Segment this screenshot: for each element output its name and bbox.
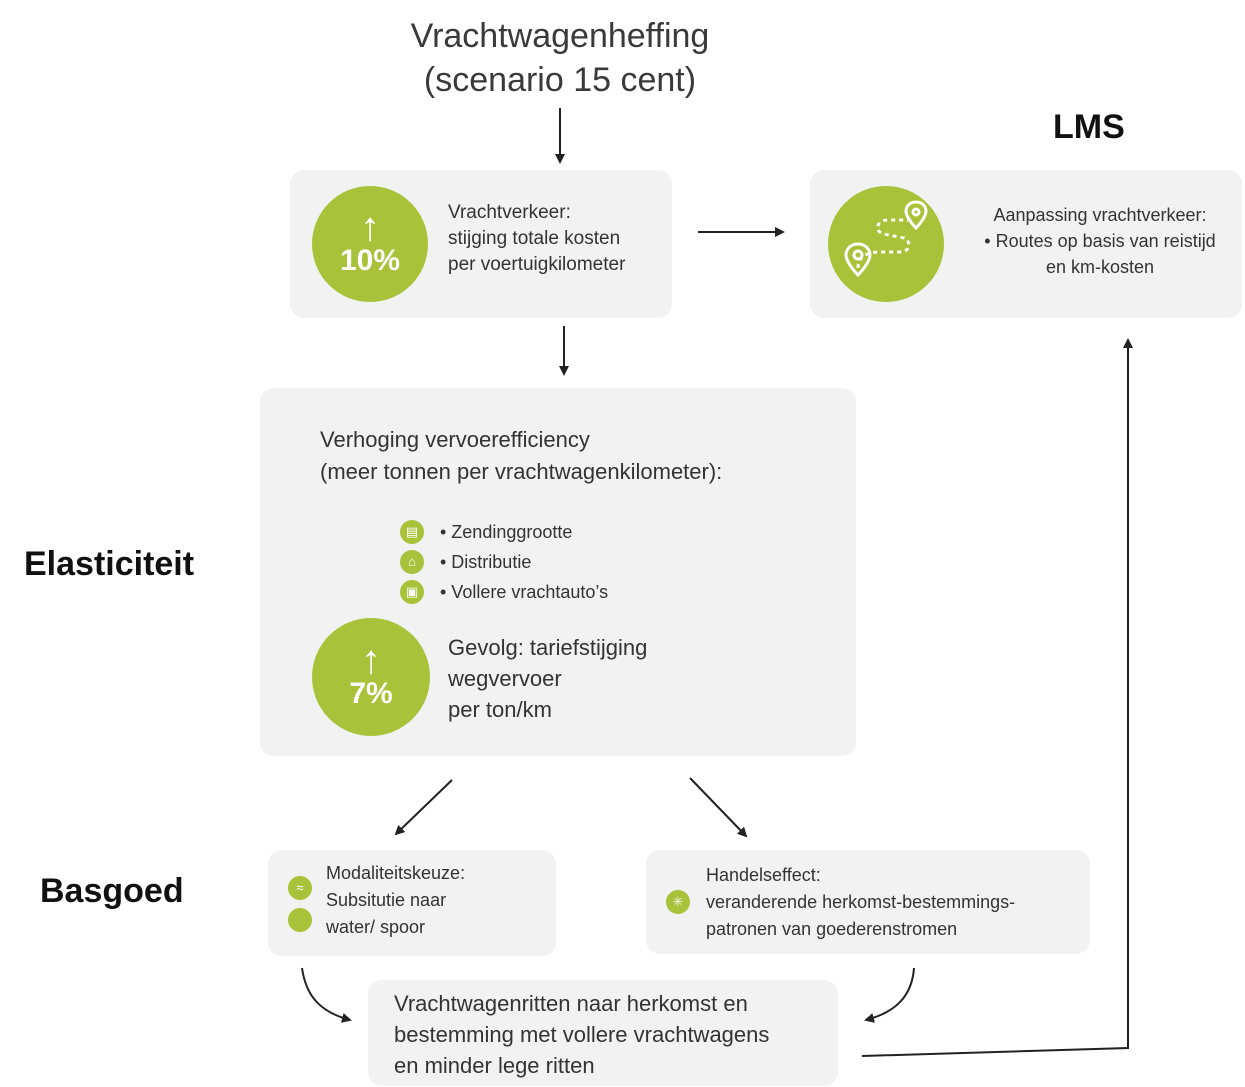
truck-trips-box: Vrachtwagenritten naar herkomst en beste… [368,980,838,1086]
efficiency-item-3: • Vollere vrachtauto’s [440,582,609,602]
shipment-size-icon: ▤ [400,520,424,544]
title-line-2: (scenario 15 cent) [423,61,697,99]
efficiency-item-2: • Distributie [440,552,532,572]
lms-text: Aanpassing vrachtverkeer: • Routes op ba… [960,202,1240,280]
route-map-pin-icon [844,200,928,278]
arrow-efficiency-to-modality [394,779,453,836]
trips-text: Vrachtwagenritten naar herkomst en beste… [394,988,769,1081]
cost-text-line-2: stijging totale kosten [448,228,621,249]
globe-icon: ✳ [666,890,690,914]
trade-text-line-2: veranderende herkomst-bestemmings- [706,892,1016,912]
tariff-percent-circle: ↑ 7% [312,618,430,736]
trips-text-line-3: en minder lege ritten [394,1053,595,1078]
cost-percent-circle: ↑ 10% [312,186,428,302]
label-lms: LMS [1053,108,1125,146]
efficiency-item-1: • Zendinggrootte [440,522,573,542]
trips-text-line-1: Vrachtwagenritten naar herkomst en [394,991,748,1016]
arrow-modality-to-trips [301,967,352,1023]
tariff-text-line-2: wegvervoer [448,666,562,691]
arrow-trips-to-lms [861,338,1133,1057]
arrow-efficiency-to-trade [689,777,748,838]
efficiency-heading-line-2: (meer tonnen per vrachtwagenkilometer): [320,459,723,484]
trade-text-line-1: Handelseffect: [706,865,821,885]
modality-text: Modaliteitskeuze: Subsitutie naar water/… [326,860,465,941]
modality-box: ≈ Modaliteitskeuze: Subsitutie naar wate… [268,850,556,956]
tariff-percent: 7% [349,677,393,710]
water-icon: ≈ [288,876,312,900]
modality-text-line-1: Modaliteitskeuze: [326,863,466,883]
efficiency-heading: Verhoging vervoerefficiency (meer tonnen… [320,424,722,488]
tariff-text: Gevolg: tariefstijging wegvervoer per to… [448,632,647,725]
truck-icon: ▣ [400,580,424,604]
distribution-icon: ⌂ [400,550,424,574]
label-basgoed: Basgoed [40,872,184,910]
cost-text-line-1: Vrachtverkeer: [448,202,571,223]
lms-text-line-3: en km-kosten [1045,257,1155,277]
lms-text-line-1: Aanpassing vrachtverkeer: [993,205,1207,225]
cost-increase-box: ↑ 10% Vrachtverkeer: stijging totale kos… [290,170,672,318]
lms-text-line-2: • Routes op basis van reistijd [984,231,1216,251]
label-elasticiteit: Elasticiteit [24,545,195,583]
rail-icon [288,908,312,932]
efficiency-box: Verhoging vervoerefficiency (meer tonnen… [260,388,856,756]
tariff-text-line-1: Gevolg: tariefstijging [448,635,648,660]
modality-text-line-3: water/ spoor [326,917,426,937]
modality-text-line-2: Subsitutie naar [326,890,447,910]
trade-text-line-3: patronen van goederenstromen [706,919,958,939]
lms-route-box: Aanpassing vrachtverkeer: • Routes op ba… [810,170,1242,318]
efficiency-heading-line-1: Verhoging vervoerefficiency [320,427,590,452]
cost-text-line-3: per voertuigkilometer [448,254,626,275]
up-arrow-icon: ↑ [360,205,380,249]
diagram-title: Vrachtwagenheffing (scenario 15 cent) [330,14,790,102]
trade-effect-box: ✳ Handelseffect: veranderende herkomst-b… [646,850,1090,954]
title-line-1: Vrachtwagenheffing [410,17,710,55]
cost-text: Vrachtverkeer: stijging totale kosten pe… [448,200,625,278]
cost-percent: 10% [339,244,401,277]
trade-text: Handelseffect: veranderende herkomst-bes… [706,862,1015,943]
up-arrow-icon: ↑ [361,638,381,682]
arrow-trade-to-trips [864,967,915,1023]
trips-text-line-2: bestemming met vollere vrachtwagens [394,1022,770,1047]
route-circle [828,186,944,302]
tariff-text-line-3: per ton/km [448,697,552,722]
